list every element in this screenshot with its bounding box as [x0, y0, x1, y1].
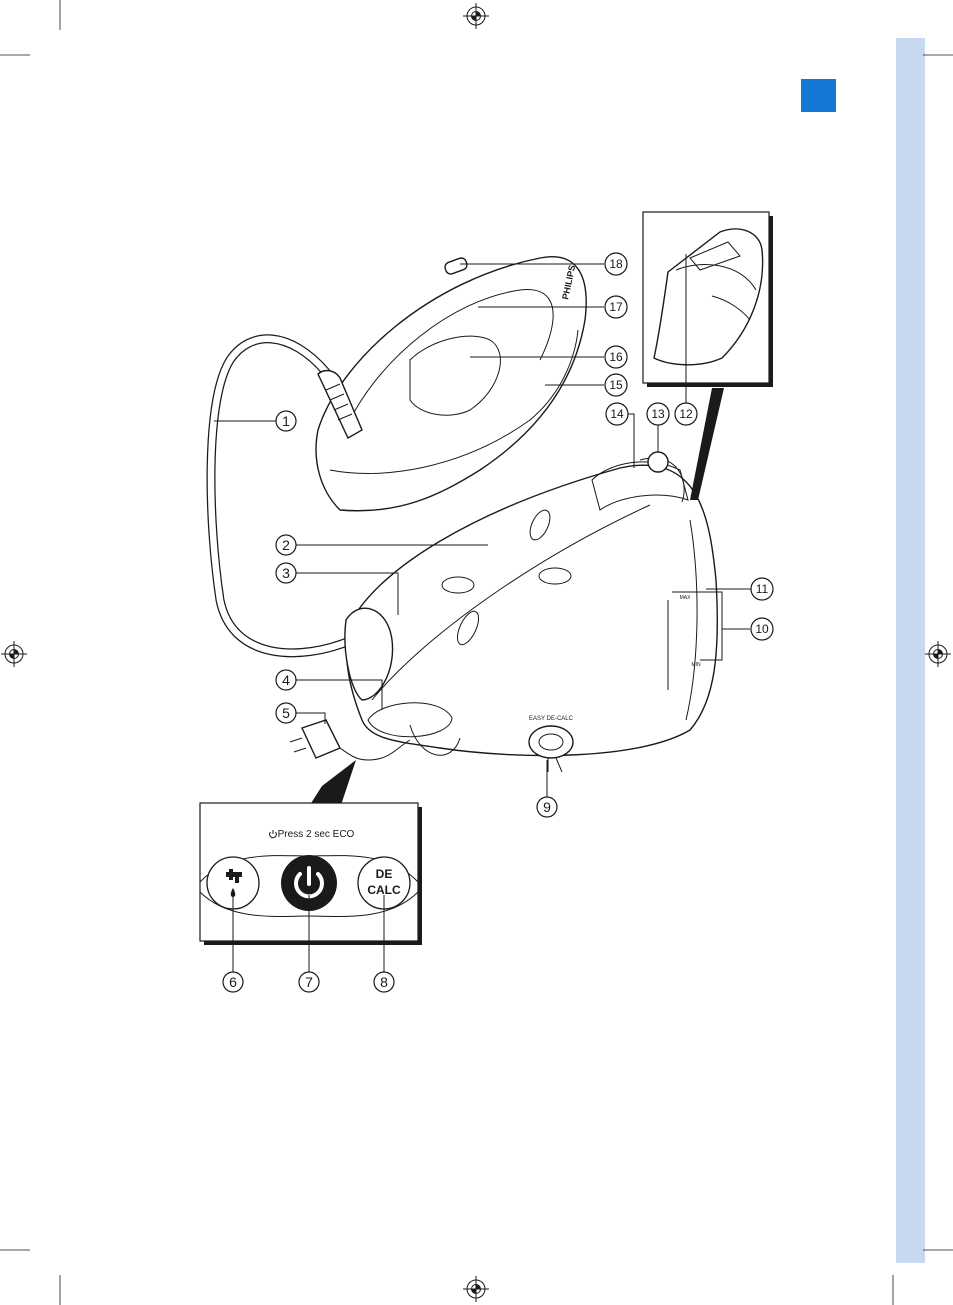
- callout-6: 6: [223, 972, 243, 992]
- svg-text:6: 6: [229, 974, 237, 990]
- callout-9: 9: [537, 797, 557, 817]
- callout-10: 10: [751, 618, 773, 640]
- svg-text:5: 5: [282, 705, 290, 721]
- svg-text:13: 13: [651, 407, 665, 421]
- callout-3: 3: [276, 563, 296, 583]
- callout-14: 14: [606, 403, 628, 425]
- decalc-label-line2: CALC: [367, 883, 401, 897]
- svg-text:12: 12: [679, 407, 693, 421]
- callout-5: 5: [276, 703, 296, 723]
- svg-text:9: 9: [543, 799, 551, 815]
- svg-text:15: 15: [609, 378, 623, 392]
- svg-text:2: 2: [282, 537, 290, 553]
- callout-13: 13: [647, 403, 669, 425]
- svg-text:4: 4: [282, 672, 290, 688]
- svg-text:8: 8: [380, 974, 388, 990]
- callout-1: 1: [276, 411, 296, 431]
- min-level-label: MIN: [691, 662, 701, 668]
- max-level-label: MAX: [680, 595, 692, 601]
- callout-4: 4: [276, 670, 296, 690]
- svg-text:17: 17: [609, 300, 623, 314]
- callout-18: 18: [605, 253, 627, 275]
- svg-text:3: 3: [282, 565, 290, 581]
- callout-17: 17: [605, 296, 627, 318]
- steam-iron: PHILIPS: [316, 257, 586, 511]
- callout-15: 15: [605, 374, 627, 396]
- crosshair-target-icon: [925, 641, 951, 667]
- easy-decalc-label: EASY DE-CALC: [529, 716, 574, 722]
- crosshair-target-icon: [1, 641, 27, 667]
- section-marker: [801, 79, 836, 112]
- callout-16: 16: [605, 346, 627, 368]
- callout-11: 11: [751, 578, 773, 600]
- callout-8: 8: [374, 972, 394, 992]
- crosshair-target-icon: [463, 1276, 489, 1302]
- svg-text:14: 14: [610, 407, 624, 421]
- callout-7: 7: [299, 972, 319, 992]
- decalc-label-line1: DE: [376, 867, 393, 881]
- svg-text:18: 18: [609, 257, 623, 271]
- callout-2: 2: [276, 535, 296, 555]
- svg-text:16: 16: [609, 350, 623, 364]
- crosshair-target-icon: [463, 3, 489, 29]
- side-tab: [896, 38, 925, 1263]
- svg-text:10: 10: [755, 622, 769, 636]
- press-eco-caption: Press 2 sec ECO: [278, 829, 355, 840]
- svg-text:11: 11: [756, 582, 769, 596]
- callout-12: 12: [675, 403, 697, 425]
- svg-text:1: 1: [282, 413, 290, 429]
- svg-text:7: 7: [305, 974, 313, 990]
